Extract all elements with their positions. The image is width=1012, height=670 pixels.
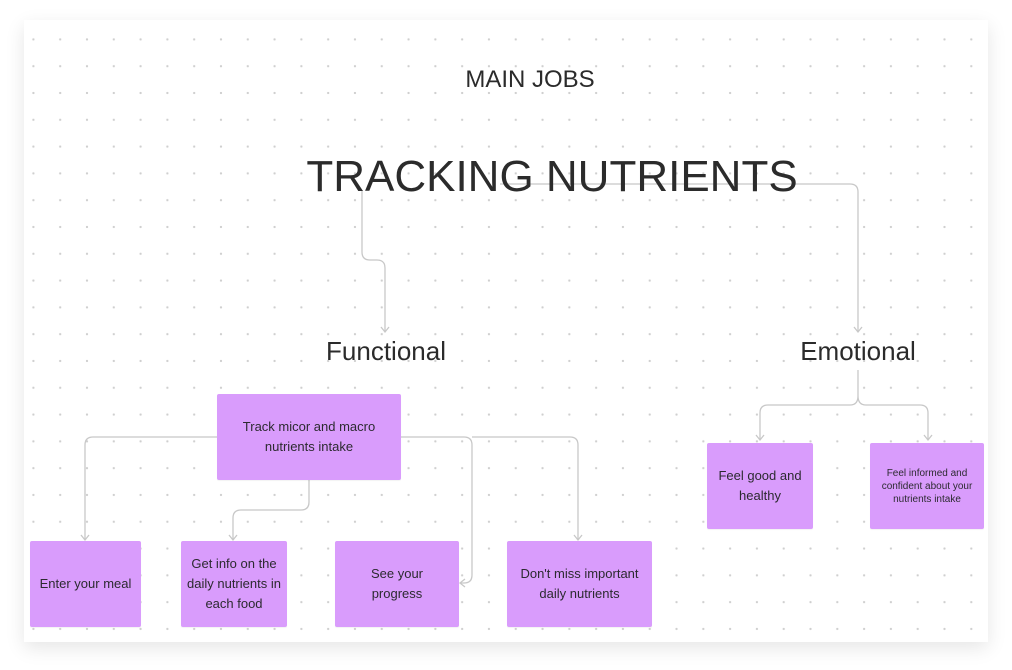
connector-dont-miss	[472, 436, 579, 540]
functional-heading: Functional	[326, 336, 446, 366]
sticky-track-nutrients[interactable]: Track micor and macro nutrients intake	[217, 394, 401, 480]
whiteboard-canvas[interactable]	[24, 20, 988, 642]
connector-title-functional	[361, 190, 386, 332]
connector-emotional-split	[759, 370, 929, 440]
main-jobs-label: MAIN JOBS	[465, 66, 595, 93]
sticky-text: Feel informed and confident about your n…	[881, 467, 973, 505]
connector-title-emotional	[500, 183, 859, 332]
sticky-feel-good[interactable]: Feel good and healthy	[707, 443, 813, 529]
sticky-feel-informed[interactable]: Feel informed and confident about your n…	[870, 443, 984, 529]
sticky-enter-meal[interactable]: Enter your meal	[30, 541, 141, 627]
sticky-text: Feel good and healthy	[718, 468, 802, 503]
sticky-text: Don't miss important daily nutrients	[520, 566, 639, 601]
sticky-get-info[interactable]: Get info on the daily nutrients in each …	[181, 541, 287, 627]
sticky-text: Enter your meal	[39, 576, 132, 591]
sticky-see-progress[interactable]: See your progress	[335, 541, 459, 627]
connector-enter-meal	[84, 436, 217, 540]
sticky-dont-miss[interactable]: Don't miss important daily nutrients	[507, 541, 652, 627]
sticky-text: Track micor and macro nutrients intake	[242, 419, 376, 454]
connector-progress	[401, 436, 473, 584]
emotional-heading: Emotional	[800, 336, 916, 366]
arrowheads	[80, 326, 933, 588]
connector-get-info	[232, 480, 310, 540]
page-title: TRACKING NUTRIENTS	[306, 152, 798, 201]
sticky-text: Get info on the daily nutrients in each …	[187, 556, 281, 611]
sticky-text: See your progress	[370, 566, 424, 601]
